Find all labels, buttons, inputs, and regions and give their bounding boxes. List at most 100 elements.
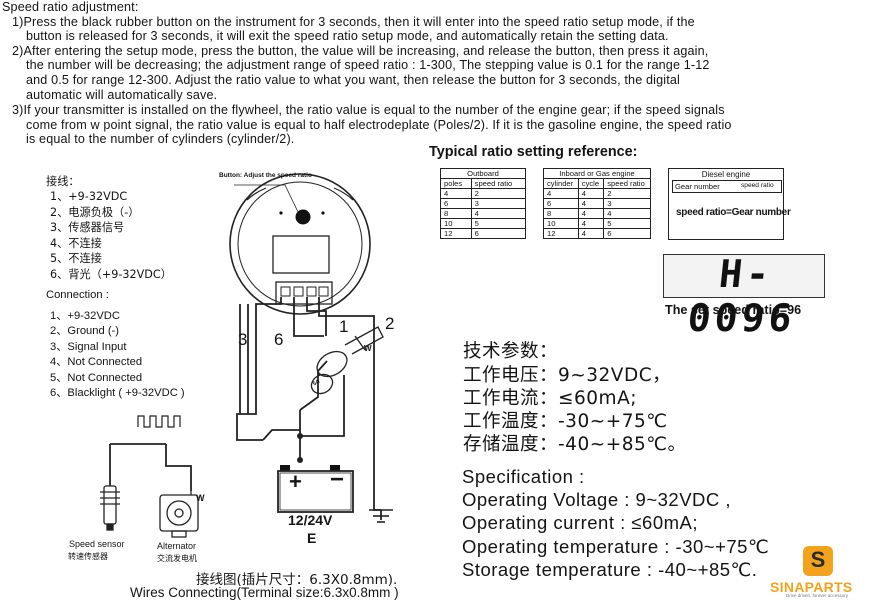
watermark-brand: SINAPARTS bbox=[770, 579, 853, 595]
connection-item: 3、Signal Input bbox=[50, 341, 127, 353]
lcd-caption: The set speed ratio=96 bbox=[665, 303, 802, 317]
specs-en-line: Operating Voltage : 9~32VDC , bbox=[462, 489, 732, 510]
wiring-cn-item: 2、电源负极（-） bbox=[50, 206, 140, 219]
instruction-line: automatic will automatically save. bbox=[26, 88, 218, 102]
table-cell: 6 bbox=[470, 228, 527, 239]
instruction-line: button is released for 3 seconds, it wil… bbox=[26, 29, 669, 43]
wiring-cn-item: 6、背光（+9-32VDC） bbox=[50, 268, 172, 281]
wire-2 bbox=[318, 297, 381, 511]
table-cell: 6 bbox=[440, 198, 472, 209]
wiring-cn-item: 3、传感器信号 bbox=[50, 221, 125, 234]
outboard-title: Outboard bbox=[440, 168, 526, 179]
ground-icon bbox=[369, 509, 393, 523]
speed-sensor-label-cn: 转速传感器 bbox=[68, 552, 108, 561]
table-cell: 5 bbox=[603, 218, 651, 229]
table-cell: 10 bbox=[543, 218, 579, 229]
table-cell: 2 bbox=[470, 188, 527, 199]
wiring-cn-item: 5、不连接 bbox=[50, 252, 102, 265]
battery-minus: − bbox=[330, 466, 345, 493]
instruction-line: come from w point signal, the ratio valu… bbox=[26, 118, 732, 132]
instruction-line: 2)After entering the setup mode, press t… bbox=[12, 44, 709, 58]
sinaparts-logo-icon: S bbox=[803, 546, 833, 576]
battery-plus: + bbox=[289, 469, 302, 494]
diesel-box: Diesel engine Gear number speed ratio sp… bbox=[668, 168, 791, 240]
connection-item: 5、Not Connected bbox=[50, 372, 143, 384]
connection-item: 6、Blacklight ( +9-32VDC ) bbox=[50, 387, 185, 399]
signal-wave-icon bbox=[137, 415, 181, 428]
battery-voltage: 12/24V bbox=[288, 512, 333, 528]
wire-1-label: 1 bbox=[339, 317, 349, 336]
alternator-icon bbox=[159, 491, 199, 538]
table-cell: 12 bbox=[440, 228, 472, 239]
connection-item: 4、Not Connected bbox=[50, 356, 143, 368]
lcd-display: H-0096 bbox=[663, 252, 825, 340]
switch-label: W bbox=[364, 344, 372, 353]
alternator-label-cn: 交流发电机 bbox=[157, 554, 197, 563]
table-cell: 12 bbox=[543, 228, 579, 239]
table-cell: 4 bbox=[577, 198, 605, 209]
table-cell: 8 bbox=[543, 208, 579, 219]
instruction-line: the number will be decreasing; the adjus… bbox=[26, 58, 710, 72]
wires bbox=[109, 297, 382, 520]
specs-en-line: Operating temperature : -30~+75℃ bbox=[462, 536, 770, 557]
connection-item: 1、+9-32VDC bbox=[50, 310, 120, 322]
specs-en-title: Specification : bbox=[462, 466, 585, 487]
table-cell: 4 bbox=[577, 218, 605, 229]
table-header: poles bbox=[440, 178, 472, 189]
inboard-title: Inboard or Gas engine bbox=[543, 168, 651, 179]
button-label: Button: Adjust the speed ratio bbox=[219, 172, 312, 179]
wiring-cn-item: 4、不连接 bbox=[50, 237, 102, 250]
table-cell: 4 bbox=[440, 188, 472, 199]
table-cell: 4 bbox=[577, 228, 605, 239]
connection-item: 2、Ground (-) bbox=[50, 325, 120, 337]
table-cell: 2 bbox=[603, 188, 651, 199]
specs-cn-line: 工作温度：-30~+75℃ bbox=[463, 411, 668, 432]
wiring-cn-title: 接线： bbox=[46, 175, 80, 188]
connection-title: Connection : bbox=[46, 289, 109, 301]
specs-cn-line: 工作电压：9~32VDC， bbox=[463, 365, 672, 386]
table-header: speed ratio bbox=[741, 182, 774, 189]
instructions-title: Speed ratio adjustment: bbox=[2, 0, 139, 14]
table-cell: 4 bbox=[577, 188, 605, 199]
table-cell: 6 bbox=[603, 228, 651, 239]
diesel-header: Gear number speed ratio bbox=[672, 180, 782, 193]
table-cell: 3 bbox=[470, 198, 527, 209]
battery-icon bbox=[277, 465, 354, 513]
diagram-caption-cn: 接线图(插片尺寸：6.3X0.8mm). bbox=[196, 572, 398, 588]
table-header: Gear number bbox=[675, 182, 720, 191]
battery-label: E bbox=[307, 530, 317, 546]
specs-cn-line: 工作电流：≤60mA; bbox=[463, 388, 637, 409]
table-cell: 4 bbox=[603, 208, 651, 219]
speed-sensor-label: Speed sensor bbox=[69, 539, 125, 549]
wire-1 bbox=[306, 297, 327, 336]
wire-6 bbox=[293, 297, 324, 337]
diesel-formula: speed ratio=Gear number bbox=[676, 207, 791, 218]
specs-en-line: Storage temperature : -40~+85℃. bbox=[462, 559, 758, 580]
specs-cn-line: 存储温度：-40~+85℃。 bbox=[463, 434, 687, 455]
specs-en-line: Operating current : ≤60mA; bbox=[462, 512, 699, 533]
alternator-w-label: W bbox=[196, 493, 205, 503]
table-header: speed ratio bbox=[603, 178, 651, 189]
wire-3-label: 3 bbox=[238, 330, 248, 349]
table-cell: 8 bbox=[440, 208, 472, 219]
table-cell: 10 bbox=[440, 218, 472, 229]
reference-title: Typical ratio setting reference: bbox=[429, 144, 638, 160]
terminal-block bbox=[275, 281, 333, 305]
wiring-cn-item: 1、+9-32VDC bbox=[50, 190, 128, 203]
lcd-value: H-0096 bbox=[685, 252, 798, 340]
alternator-label: Alternator bbox=[157, 541, 197, 551]
table-cell: 4 bbox=[543, 188, 579, 199]
table-cell: 3 bbox=[603, 198, 651, 209]
diagram-caption-en: Wires Connecting(Terminal size:6.3x0.8mm… bbox=[130, 585, 399, 600]
gauge-lcd bbox=[272, 235, 330, 274]
speed-sensor-icon bbox=[100, 485, 120, 531]
wire-6-label: 6 bbox=[274, 330, 284, 349]
